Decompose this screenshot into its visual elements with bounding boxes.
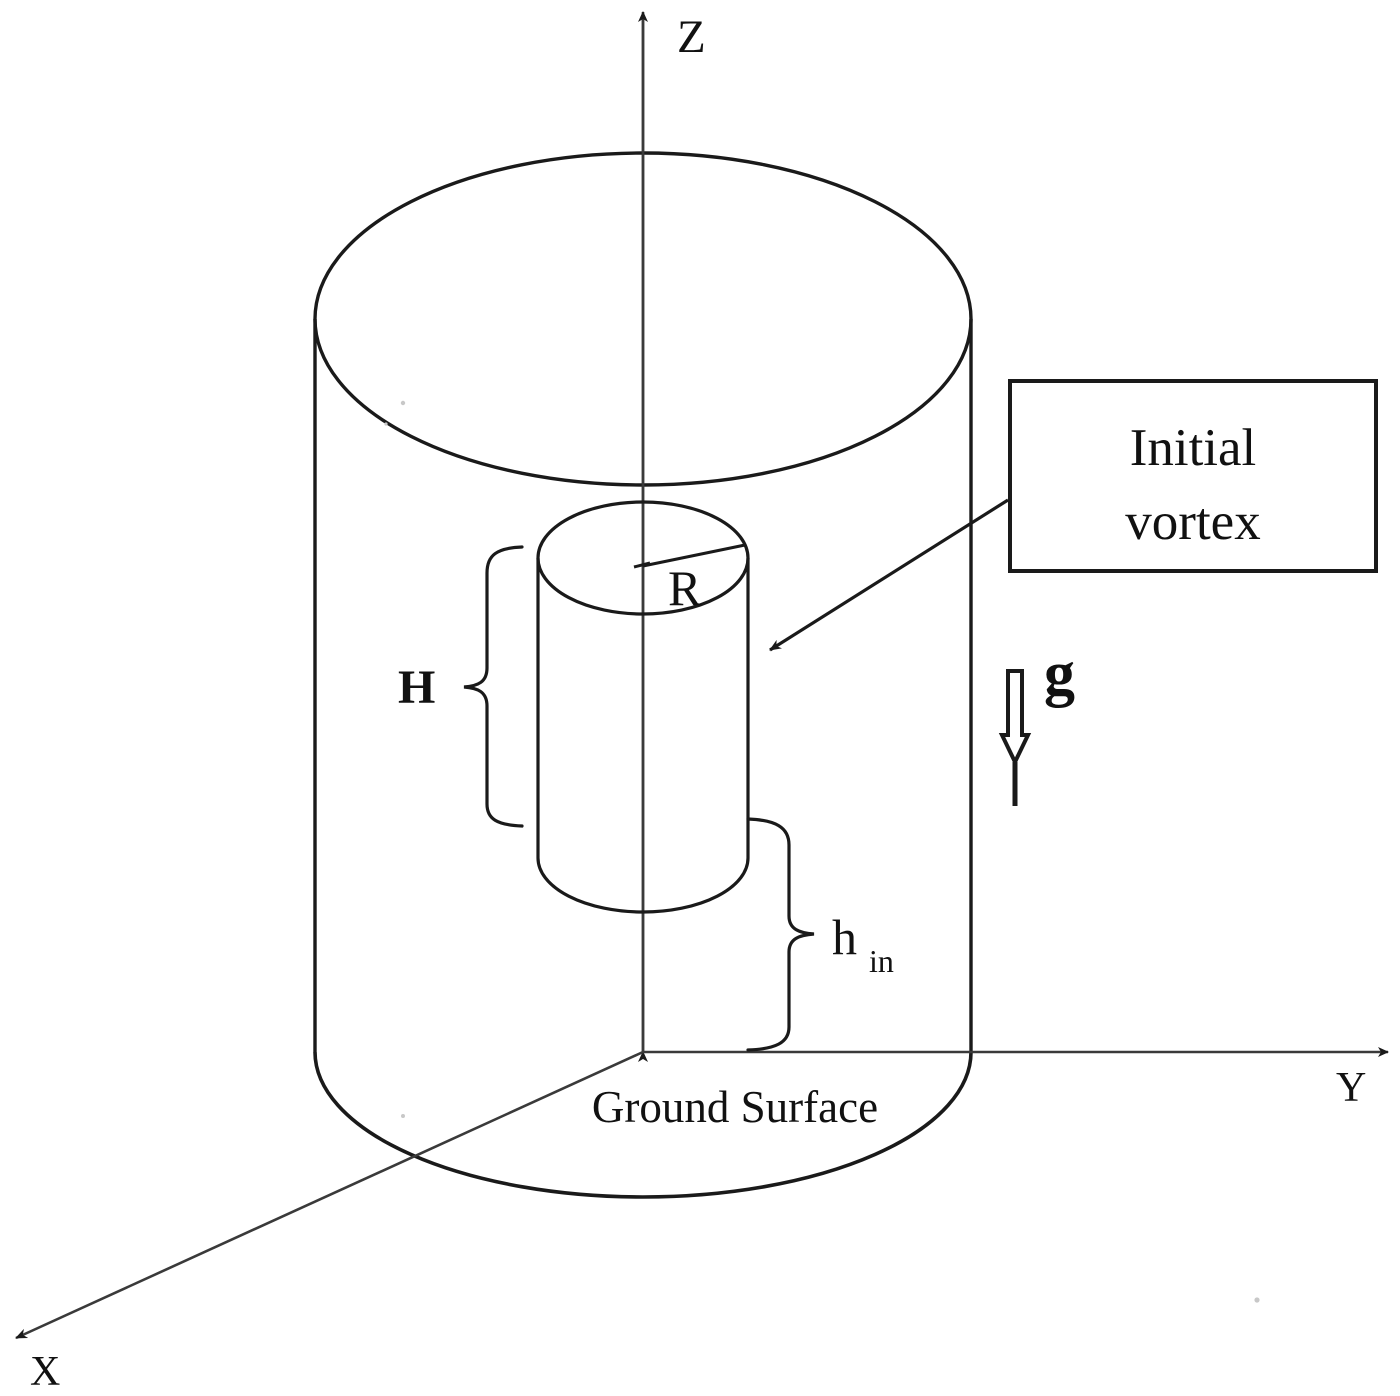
x-axis-label: X [30, 1349, 60, 1395]
radius-center-tick [633, 561, 651, 569]
outer-cylinder-bottom-front-arc [313, 1051, 973, 1199]
inner-cylinder-bottom-arc [536, 857, 750, 914]
inner-height-label-group: h in [832, 909, 894, 979]
radius-label: R [668, 560, 702, 616]
ground-surface-label: Ground Surface [592, 1082, 878, 1132]
inner-height-brace [746, 817, 815, 1052]
initial-vortex-label-line1: Initial [1130, 419, 1257, 477]
inner-height-label: h [832, 909, 857, 965]
initial-vortex-callout-box [1008, 379, 1378, 573]
height-label: H [398, 661, 435, 714]
gravity-label: g [1044, 640, 1075, 708]
inner-height-subscript: in [869, 943, 894, 979]
x-axis [15, 1050, 644, 1340]
height-brace [463, 545, 524, 828]
z-axis-label: Z [677, 11, 706, 63]
y-axis-label: Y [1336, 1065, 1366, 1111]
initial-vortex-leader-line [769, 498, 1009, 652]
scan-speckles [384, 400, 1260, 1303]
radius-line [642, 543, 746, 568]
inner-cylinder-vortex [536, 500, 750, 914]
initial-vortex-label-line2: vortex [1125, 493, 1260, 551]
gravity-arrow-head [998, 669, 1032, 767]
gravity-arrow [998, 669, 1032, 806]
